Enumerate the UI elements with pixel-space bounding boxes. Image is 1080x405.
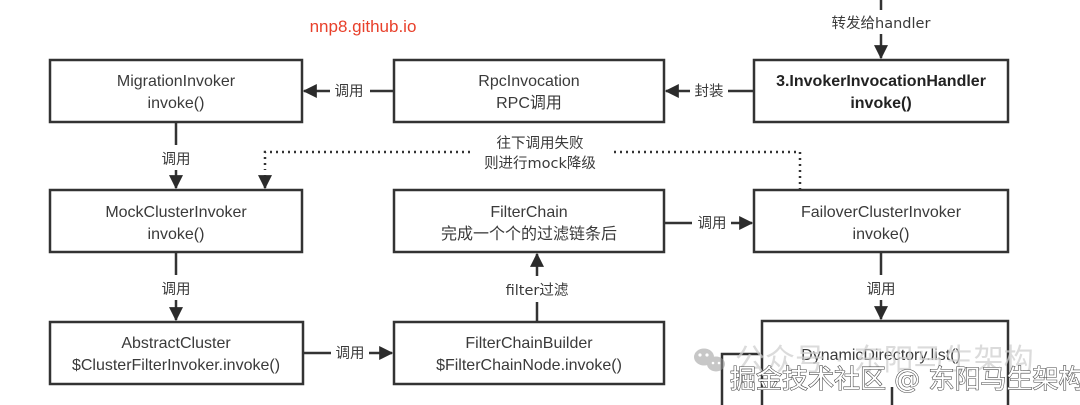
- node-title: FailoverClusterInvoker: [801, 204, 962, 221]
- node-subtitle: $FilterChainNode.invoke(): [436, 357, 622, 374]
- edge-label: 调用: [867, 281, 896, 298]
- edge-label: 调用: [162, 151, 191, 168]
- edge-abstract-to-builder: 调用: [303, 345, 394, 362]
- edge-handler-to-rpc: 封装: [664, 83, 754, 100]
- node-subtitle: invoke(): [853, 226, 910, 243]
- node-title: FilterChain: [490, 204, 567, 221]
- edge-builder-to-filterchain: filter过滤: [506, 252, 569, 322]
- edge-label: filter过滤: [506, 282, 569, 299]
- node-subtitle: invoke(): [148, 95, 205, 112]
- node-rpc-invocation: RpcInvocation RPC调用: [392, 58, 666, 124]
- edge-label: 调用: [162, 281, 191, 298]
- node-failover-cluster-invoker: FailoverClusterInvoker invoke(): [752, 188, 1010, 254]
- nested-box-edge: [720, 352, 760, 405]
- node-title: 3.InvokerInvocationHandler: [776, 73, 986, 90]
- node-title: DynamicDirectory.list(): [801, 347, 961, 364]
- node-title: FilterChainBuilder: [465, 335, 593, 352]
- node-title: MockClusterInvoker: [105, 204, 247, 221]
- edge-migration-to-mock: 调用: [162, 122, 191, 190]
- watermark-strong: 掘金技术社区 @ 东阳马生架构: [730, 365, 1080, 395]
- watermark-faint: 公众号 · 东阳马生架构: [735, 343, 1034, 378]
- node-subtitle: $ClusterFilterInvoker.invoke(): [72, 357, 280, 374]
- site-label: nnp8.github.io: [310, 17, 417, 36]
- edge-label: 调用: [335, 83, 364, 100]
- node-title: AbstractCluster: [121, 335, 231, 352]
- edge-failover-to-directory: 调用: [867, 252, 896, 321]
- edge-label: 调用: [336, 345, 365, 362]
- node-abstract-cluster: AbstractCluster $ClusterFilterInvoker.in…: [48, 320, 305, 386]
- node-mock-cluster-invoker: MockClusterInvoker invoke(): [48, 188, 304, 254]
- node-filter-chain: FilterChain 完成一个个的过滤链条后: [392, 188, 666, 254]
- wechat-icon: [694, 348, 725, 372]
- node-subtitle: invoke(): [148, 226, 205, 243]
- edge-label: 往下调用失败: [497, 135, 584, 152]
- edge-label: 转发给handler: [832, 15, 931, 32]
- node-invoker-invocation-handler: 3.InvokerInvocationHandler invoke(): [752, 58, 1010, 124]
- edge-label: 调用: [698, 215, 727, 232]
- edge-filterchain-to-failover: 调用: [664, 215, 754, 232]
- edge-rpc-to-migration: 调用: [302, 83, 394, 100]
- edge-to-handler: 转发给handler: [832, 0, 931, 60]
- node-subtitle: invoke(): [850, 95, 911, 112]
- node-filter-chain-builder: FilterChainBuilder $FilterChainNode.invo…: [392, 320, 666, 386]
- node-title: RpcInvocation: [478, 73, 579, 90]
- node-migration-invoker: MigrationInvoker invoke(): [48, 58, 304, 124]
- edge-fallback-mock: 往下调用失败 则进行mock降级: [258, 135, 802, 190]
- edge-mock-to-abstract: 调用: [162, 252, 191, 322]
- edge-label: 则进行mock降级: [484, 155, 596, 172]
- node-subtitle: 完成一个个的过滤链条后: [441, 225, 617, 243]
- node-title: MigrationInvoker: [117, 73, 236, 90]
- node-subtitle: RPC调用: [496, 94, 562, 112]
- watermark: 公众号 · 东阳马生架构 掘金技术社区 @ 东阳马生架构: [694, 343, 1080, 396]
- edge-label: 封装: [695, 83, 724, 100]
- node-dynamic-directory: DynamicDirectory.list(): [720, 319, 1010, 405]
